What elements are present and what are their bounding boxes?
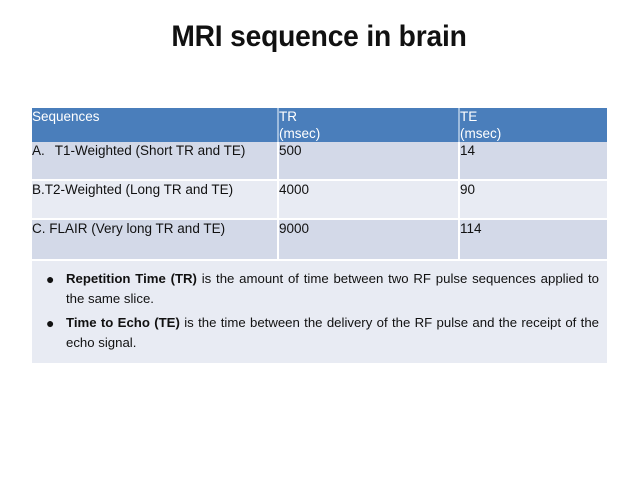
table-row: C. FLAIR (Very long TR and TE) 9000 114 — [32, 219, 607, 261]
list-item: ● Repetition Time (TR) is the amount of … — [40, 269, 599, 309]
table-row: B.T2-Weighted (Long TR and TE) 4000 90 — [32, 180, 607, 220]
mri-sequence-table: Sequences TR (msec) TE (msec) — [32, 108, 607, 261]
column-header-sequences: Sequences — [32, 108, 279, 142]
cell-sequence-c: C. FLAIR (Very long TR and TE) — [32, 219, 279, 261]
bullet-dot-icon: ● — [46, 271, 55, 287]
column-header-tr-line2: (msec) — [279, 126, 321, 141]
definition-time-to-echo: is the time between the delivery of the … — [66, 315, 599, 350]
cell-tr-a: 500 — [278, 142, 460, 181]
term-repetition-time: Repetition Time (TR) — [66, 271, 197, 286]
column-header-te-line1: TE — [460, 109, 478, 124]
cell-te-c: 114 — [459, 219, 607, 261]
table-header-row: Sequences TR (msec) TE (msec) — [32, 108, 607, 142]
row-label-a: T1-Weighted (Short TR and TE) — [54, 143, 246, 158]
column-header-tr: TR (msec) — [278, 108, 460, 142]
cell-sequence-a: A. T1-Weighted (Short TR and TE) — [32, 142, 279, 181]
column-header-sequences-line1: Sequences — [32, 109, 100, 124]
bullet-dot-icon: ● — [46, 315, 55, 331]
cell-te-b: 90 — [459, 180, 607, 220]
column-header-te: TE (msec) — [459, 108, 607, 142]
cell-tr-c: 9000 — [278, 219, 460, 261]
term-time-to-echo: Time to Echo (TE) — [66, 315, 180, 330]
table-row: A. T1-Weighted (Short TR and TE) 500 14 — [32, 142, 607, 181]
cell-sequence-b: B.T2-Weighted (Long TR and TE) — [32, 180, 279, 220]
definition-repetition-time: is the amount of time between two RF pul… — [66, 271, 599, 306]
row-marker-a: A. — [32, 143, 45, 158]
cell-te-a: 14 — [459, 142, 607, 181]
definitions-panel: ● Repetition Time (TR) is the amount of … — [32, 261, 607, 363]
cell-tr-b: 4000 — [278, 180, 460, 220]
content-block: Sequences TR (msec) TE (msec) — [32, 108, 607, 363]
column-header-tr-line1: TR — [279, 109, 297, 124]
page-title: MRI sequence in brain — [171, 20, 467, 53]
column-header-te-line2: (msec) — [460, 126, 502, 141]
list-item: ● Time to Echo (TE) is the time between … — [40, 313, 599, 353]
